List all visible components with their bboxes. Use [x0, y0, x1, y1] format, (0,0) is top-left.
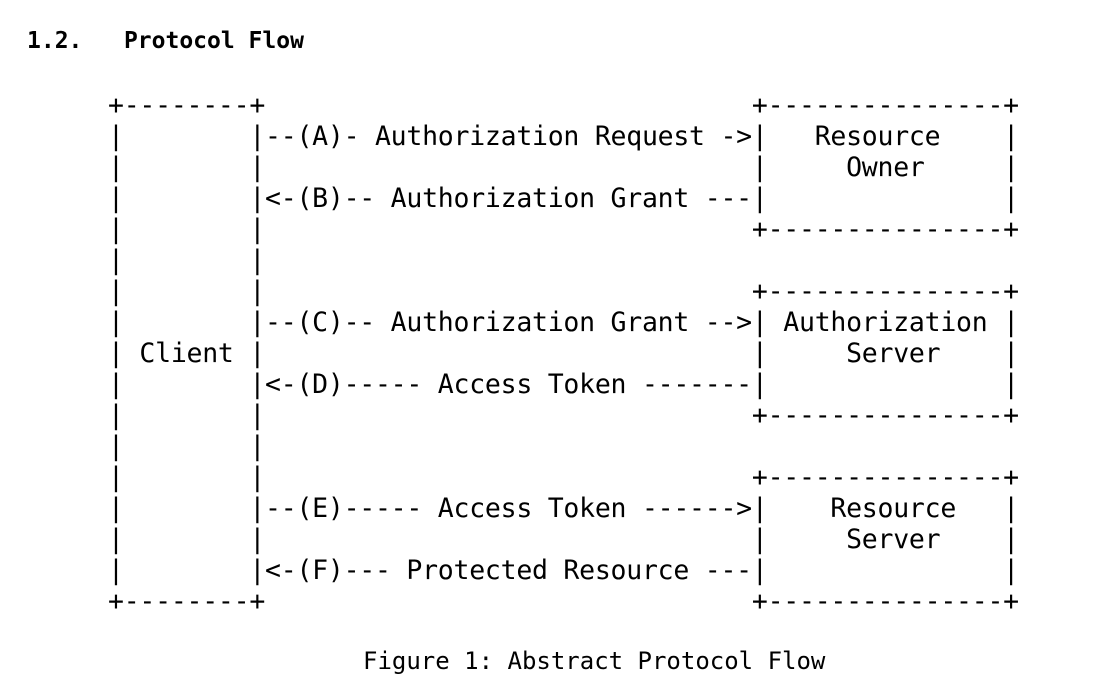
diagram-line-d-access-token: | |<-(D)----- Access Token -------| |	[108, 369, 1019, 400]
diagram-line-client-label: | Client | | Server |	[108, 338, 1019, 369]
section-number: 1.2.	[27, 28, 83, 54]
diagram-line-f-protected-resource: | |<-(F)--- Protected Resource ---| |	[108, 555, 1019, 586]
diagram-line-c-authorization-grant: | |--(C)-- Authorization Grant -->| Auth…	[108, 307, 1019, 338]
section-title: Protocol Flow	[123, 28, 304, 54]
protocol-flow-diagram: +--------+ +---------------+ | |--(A)- A…	[108, 90, 1019, 617]
figure-caption: Figure 1: Abstract Protocol Flow	[363, 647, 826, 675]
diagram-line-client-spacer-2: | |	[108, 431, 266, 462]
diagram-line-top-border: +--------+ +---------------+	[108, 90, 1019, 121]
diagram-line-a-authorization-request: | |--(A)- Authorization Request ->| Reso…	[108, 121, 1019, 152]
diagram-line-resource-server: | | | Server |	[108, 524, 1019, 555]
diagram-line-authorization-server-top: | | +---------------+	[108, 276, 1019, 307]
diagram-line-resource-owner: | | | Owner |	[108, 152, 1019, 183]
diagram-line-b-authorization-grant: | |<-(B)-- Authorization Grant ---| |	[108, 183, 1019, 214]
diagram-line-client-spacer-1: | |	[108, 245, 266, 276]
diagram-line-authorization-server-bottom: | | +---------------+	[108, 400, 1019, 431]
diagram-line-e-access-token: | |--(E)----- Access Token ------>| Reso…	[108, 493, 1019, 524]
diagram-line-resource-owner-bottom: | | +---------------+	[108, 214, 1019, 245]
diagram-line-bottom-border: +--------+ +---------------+	[108, 586, 1019, 617]
section-heading: 1.2. Protocol Flow	[27, 26, 304, 57]
diagram-line-resource-server-top: | | +---------------+	[108, 462, 1019, 493]
